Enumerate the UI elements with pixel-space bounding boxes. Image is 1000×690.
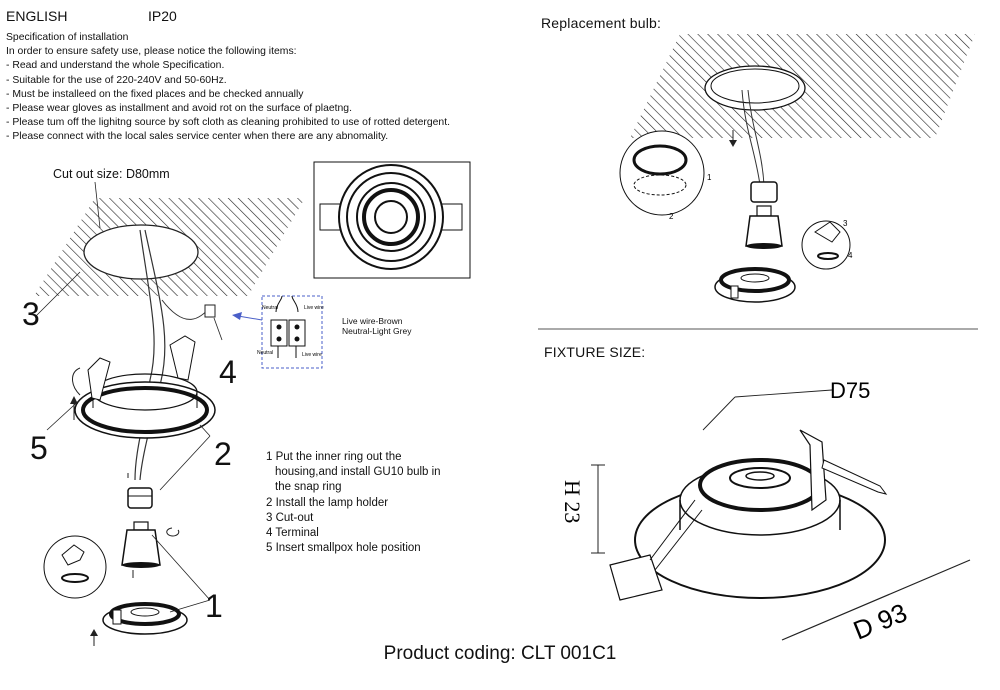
callout-2: 2 [214,436,232,472]
spec-line: - Must be installeed on the fixed places… [6,88,304,100]
spec-line: - Please connect with the local sales se… [6,131,389,143]
housing-ring [74,335,216,439]
spec-line: - Please wear gloves as installment and … [6,103,352,115]
top-view-fixture [313,161,471,279]
spec-line: In order to ensure safety use, please no… [6,46,297,58]
wire-label: Neutral [257,350,273,356]
spec-line: - Suitable for the use of 220-240V and 5… [6,74,227,86]
live-wire-legend: Live wire-Brown [342,316,403,326]
top-diameter-label: D75 [830,378,870,403]
step-line: 3 Cut-out [266,511,314,524]
gu10-bulb [121,521,161,568]
step-line: the snap ring [275,481,342,494]
replacement-step: 3 [843,219,848,228]
replacement-bulb [745,215,783,247]
height-label: H 23 [560,480,585,523]
wire-label: Neutral [262,305,278,311]
callout-4: 4 [219,354,237,390]
spec-line: - Please tum off the lighitng source by … [6,117,450,129]
wire-label: Live wire [304,305,324,311]
replacement-ring [714,267,796,303]
neutral-wire-legend: Neutral-Light Grey [342,326,412,336]
step-line: 2 Install the lamp holder [266,496,389,509]
d75-leader [702,396,736,431]
spec-line: - Read and understand the whole Specific… [6,60,225,72]
detail-circle [43,535,107,599]
product-coding: Product coding: CLT 001C1 [383,643,617,664]
replacement-step: 4 [848,251,853,260]
d93-dimension [781,559,971,641]
replacement-step: 2 [669,212,674,221]
replacement-ceiling [630,34,975,138]
ip-rating: IP20 [148,8,177,24]
replacement-title: Replacement bulb: [541,15,662,31]
callout-3: 3 [22,296,40,332]
cutout-hole [83,224,199,280]
replacement-lamp-holder [750,181,778,203]
wire-color-legend: Live wire-Brown Neutral-Light Grey [342,316,411,336]
ceiling-hatch [34,198,305,296]
step-line: 5 Insert smallpox hole position [266,542,421,555]
inner-ring [102,602,188,635]
step-line: 4 Terminal [266,527,319,540]
specification-title: Specification of installation [6,32,129,43]
installation-steps: 1 Put the inner ring out the housing,and… [266,450,476,556]
language-label: ENGLISH [6,8,68,24]
outer-diameter-label: D 93 [849,597,911,645]
lamp-holder [127,487,153,509]
callout-5: 5 [30,430,48,466]
replacement-step: 1 [707,173,712,182]
wire-label: Live wire [302,352,322,358]
fixture-size-title: FIXTURE SIZE: [544,344,646,360]
step-line: housing,and install GU10 bulb in [275,466,441,479]
specification-block: Specification of installation In order t… [6,31,536,145]
wiring-detail: Neutral Live wire Neutral Live wire [232,295,324,369]
fixture-drawing [609,429,888,601]
cutout-size-label: Cut out size: D80mm [53,167,170,181]
callout-1: 1 [205,588,223,624]
step-line: 1 Put the inner ring out the [266,451,402,463]
